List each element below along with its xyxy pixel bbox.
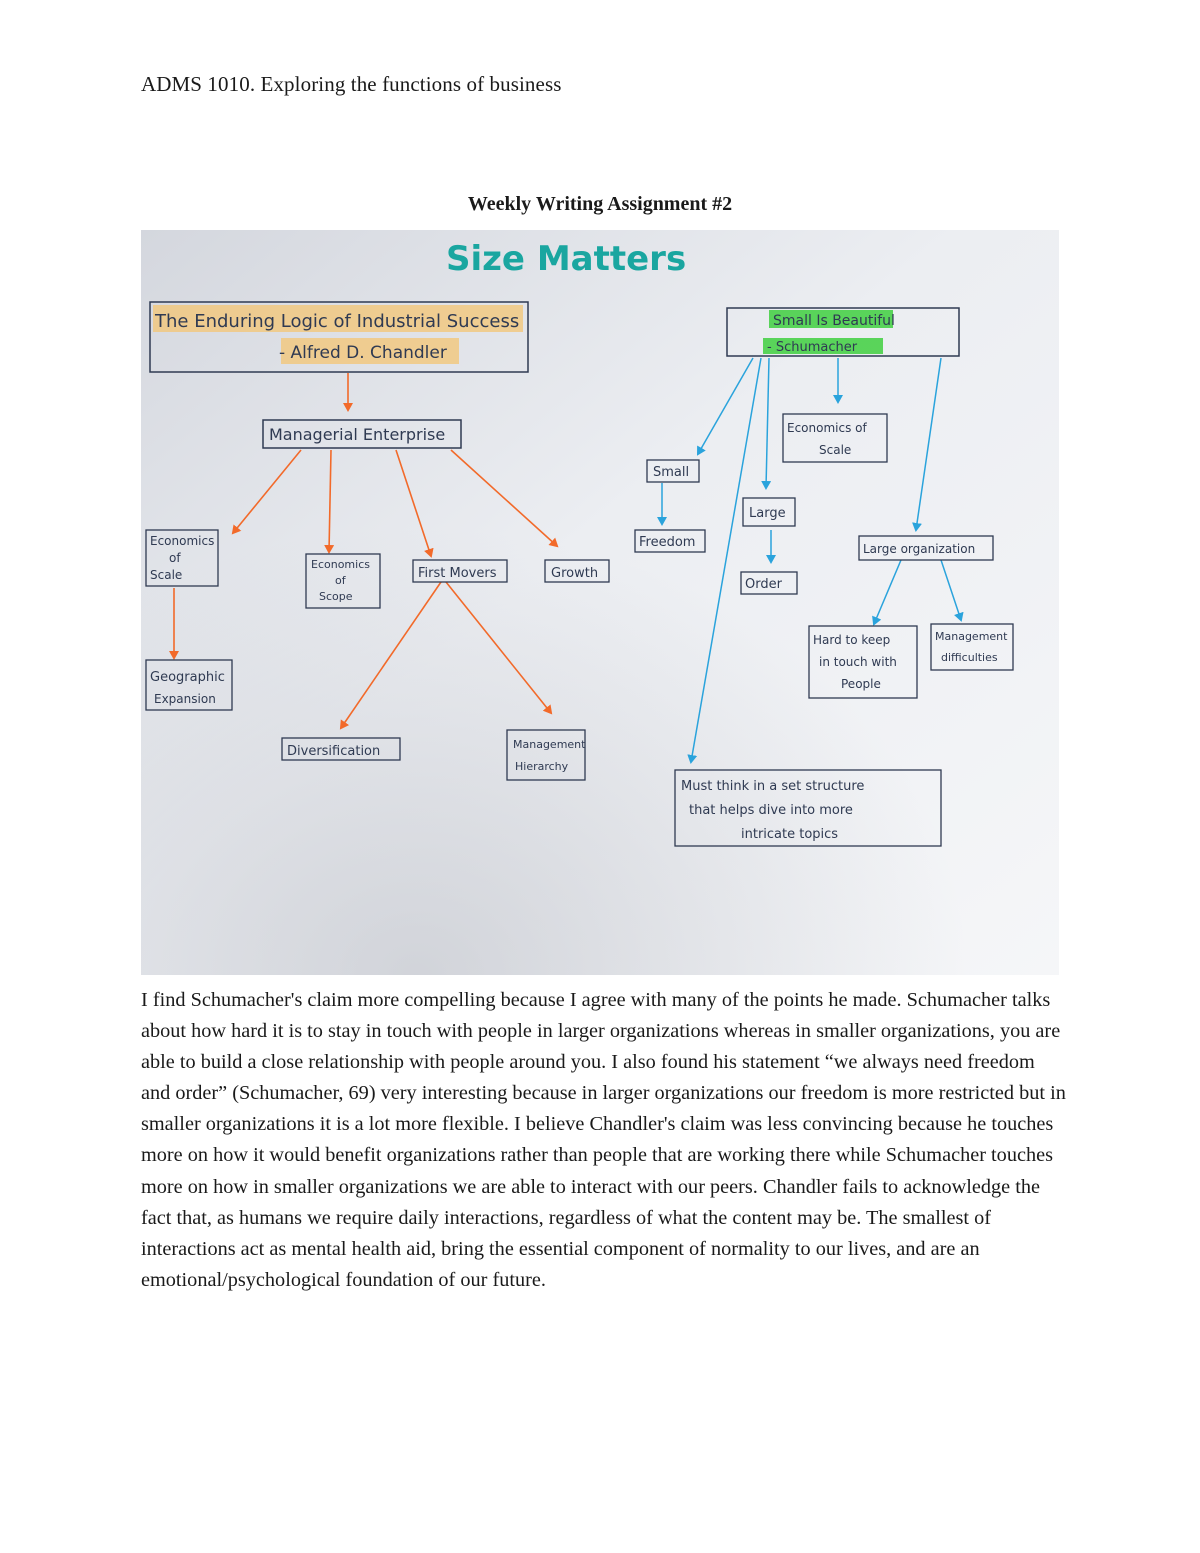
economics-of-scale-box-chandler: Economics of Scale bbox=[145, 529, 219, 587]
svg-text:People: People bbox=[841, 677, 881, 691]
chandler-root-author: - Alfred D. Chandler bbox=[279, 343, 447, 363]
svg-text:Management: Management bbox=[513, 738, 586, 751]
chandler-arrows bbox=[169, 373, 559, 730]
svg-text:Diversification: Diversification bbox=[287, 744, 380, 759]
small-box: Small bbox=[646, 459, 700, 483]
management-hierarchy-box: Management Hierarchy bbox=[506, 729, 586, 781]
svg-text:Scale: Scale bbox=[819, 443, 851, 457]
economics-of-scope-box: Economics of Scope bbox=[305, 553, 381, 609]
svg-text:Small: Small bbox=[653, 465, 689, 480]
growth-box: Growth bbox=[544, 559, 610, 583]
essay-paragraph: I find Schumacher's claim more compellin… bbox=[141, 989, 1066, 1291]
svg-text:First Movers: First Movers bbox=[418, 566, 497, 581]
economics-of-scale-box-schumacher: Economics of Scale bbox=[782, 413, 888, 463]
freedom-box: Freedom bbox=[634, 529, 706, 553]
large-box: Large bbox=[742, 497, 796, 527]
svg-text:Scope: Scope bbox=[319, 590, 353, 603]
svg-text:of: of bbox=[335, 574, 347, 587]
order-box: Order bbox=[740, 571, 798, 595]
assignment-title: Weekly Writing Assignment #2 bbox=[467, 193, 733, 215]
diversification-box: Diversification bbox=[281, 737, 401, 761]
must-think-box: Must think in a set structure that helps… bbox=[674, 769, 942, 847]
svg-text:Must think in a set structure: Must think in a set structure bbox=[681, 779, 864, 794]
svg-text:Economics of: Economics of bbox=[787, 421, 867, 435]
chandler-root-box: The Enduring Logic of Industrial Success… bbox=[149, 301, 529, 373]
svg-text:Growth: Growth bbox=[551, 566, 598, 581]
svg-text:of: of bbox=[169, 551, 181, 565]
svg-text:Expansion: Expansion bbox=[154, 692, 216, 706]
svg-text:difficulties: difficulties bbox=[941, 651, 998, 664]
management-difficulties-box: Management difficulties bbox=[930, 623, 1014, 671]
schumacher-arrows bbox=[657, 357, 964, 764]
svg-text:Scale: Scale bbox=[150, 568, 182, 582]
svg-text:Order: Order bbox=[745, 577, 783, 592]
first-movers-box: First Movers bbox=[412, 559, 508, 583]
svg-text:Economics: Economics bbox=[311, 558, 370, 571]
svg-text:Large: Large bbox=[749, 506, 786, 521]
schumacher-root-author: - Schumacher bbox=[767, 340, 858, 355]
svg-text:Hard to keep: Hard to keep bbox=[813, 633, 890, 647]
managerial-enterprise-box: Managerial Enterprise bbox=[262, 419, 462, 449]
svg-text:Freedom: Freedom bbox=[639, 535, 695, 550]
svg-text:Hierarchy: Hierarchy bbox=[515, 760, 569, 773]
svg-text:Economics: Economics bbox=[150, 534, 214, 548]
svg-text:Managerial Enterprise: Managerial Enterprise bbox=[269, 425, 445, 444]
svg-text:Large organization: Large organization bbox=[863, 542, 975, 556]
large-organization-box: Large organization bbox=[858, 535, 994, 561]
concept-map-svg: Size Matters The Enduring Logic of Indus… bbox=[141, 230, 1059, 975]
concept-map-photo: Size Matters The Enduring Logic of Indus… bbox=[141, 230, 1059, 975]
svg-text:in touch with: in touch with bbox=[819, 655, 897, 669]
schumacher-root-title: Small Is Beautiful bbox=[773, 313, 895, 329]
svg-text:Management: Management bbox=[935, 630, 1008, 643]
svg-text:intricate topics: intricate topics bbox=[741, 827, 838, 842]
geographic-expansion-box: Geographic Expansion bbox=[145, 659, 233, 711]
svg-text:that helps dive into more: that helps dive into more bbox=[689, 803, 853, 818]
hard-to-keep-in-touch-box: Hard to keep in touch with People bbox=[808, 625, 918, 699]
map-title: Size Matters bbox=[446, 239, 686, 279]
chandler-root-title: The Enduring Logic of Industrial Success bbox=[154, 311, 519, 332]
course-header: ADMS 1010. Exploring the functions of bu… bbox=[141, 72, 562, 96]
svg-text:Geographic: Geographic bbox=[150, 670, 225, 685]
schumacher-root-box: Small Is Beautiful - Schumacher bbox=[726, 307, 960, 357]
